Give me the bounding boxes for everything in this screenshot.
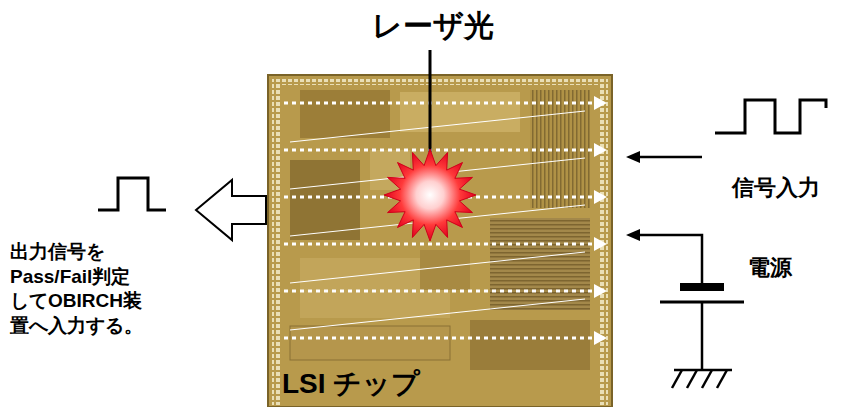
output-pulse	[98, 178, 166, 210]
arrowhead	[626, 151, 640, 163]
signal-wire	[638, 156, 702, 159]
ground-wire	[701, 302, 704, 370]
power-wire	[638, 235, 702, 283]
arrowhead	[594, 190, 607, 204]
chip-label: LSI チップ	[282, 365, 420, 403]
pad-ring	[272, 79, 280, 405]
lsi-chip	[268, 75, 612, 407]
pad-ring	[282, 79, 598, 85]
circuit-block	[300, 90, 390, 138]
laser-leader	[429, 50, 432, 152]
input-pulse	[715, 100, 826, 133]
chip-die	[268, 75, 612, 407]
arrowhead	[594, 143, 607, 157]
scan-line	[284, 149, 594, 152]
chip-node: LSI チップ	[268, 75, 612, 407]
circuit-block	[420, 250, 470, 290]
scan-arrowheads	[594, 96, 607, 345]
scan-path	[284, 103, 594, 338]
circuit-block	[490, 218, 590, 310]
scan-return	[290, 299, 585, 330]
battery-plate	[680, 283, 724, 291]
circuit-block	[470, 320, 590, 370]
scan-return	[290, 252, 585, 283]
ground-symbol	[672, 370, 732, 388]
arrowhead	[594, 96, 607, 110]
label: 電源	[748, 254, 792, 283]
scan-return	[290, 111, 585, 142]
scan-line	[284, 337, 594, 340]
scan-line	[284, 243, 594, 246]
arrowhead	[594, 237, 607, 251]
label: 信号入力	[732, 174, 820, 203]
label: レーザ光	[372, 6, 494, 45]
circuit-block	[290, 326, 450, 360]
laser-spot	[384, 149, 476, 241]
arrowhead	[594, 331, 607, 345]
scan-line	[284, 102, 594, 105]
circuit-block	[290, 160, 360, 240]
arrowhead	[626, 229, 640, 241]
note-text: 出力信号を Pass/Fail判定 してOBIRCH装 置へ入力する。	[10, 240, 153, 339]
circuit-block	[400, 92, 520, 132]
arrowhead	[594, 284, 607, 298]
output-arrow	[196, 180, 266, 240]
scan-line	[284, 290, 594, 293]
